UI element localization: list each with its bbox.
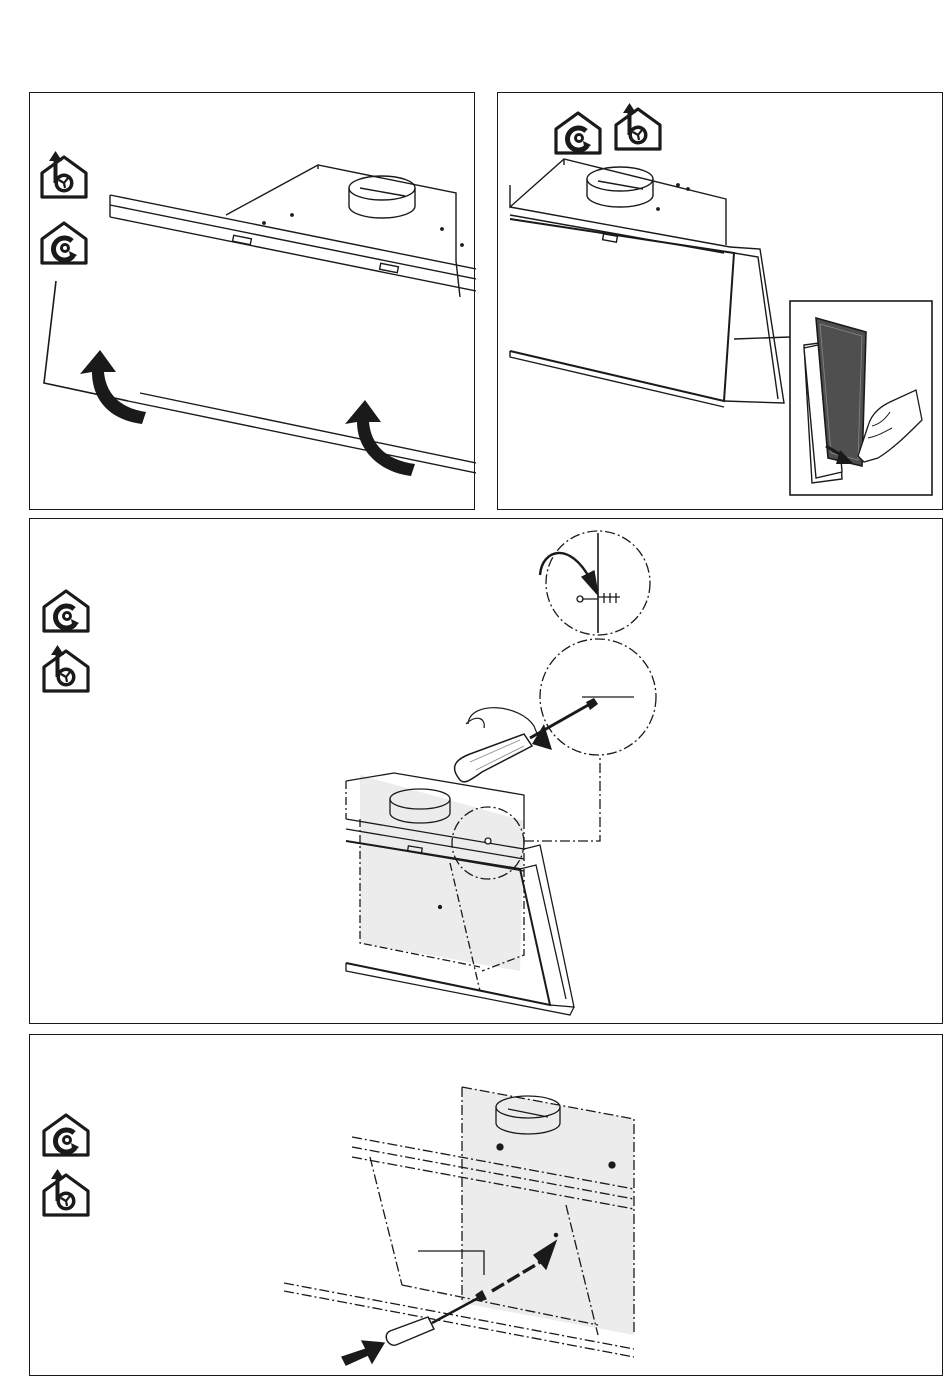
lift-arrow-right-icon — [335, 398, 425, 478]
panel-3 — [29, 518, 943, 1024]
grease-filter-drawing — [798, 308, 928, 488]
lift-arrow-left-icon — [70, 348, 160, 428]
screwdriver-icon — [440, 684, 610, 794]
panel-1 — [29, 92, 475, 510]
hood-drawing-4 — [30, 1035, 944, 1377]
panel-2 — [497, 92, 943, 510]
panel-4 — [29, 1034, 943, 1376]
